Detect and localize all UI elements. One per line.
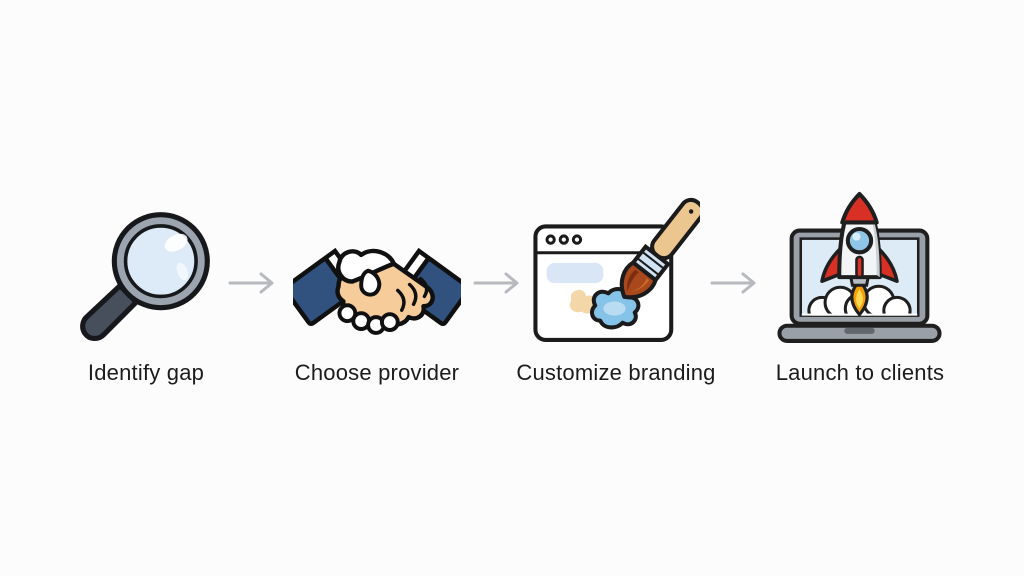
flow-step-launch-to-clients: Launch to clients <box>760 188 960 386</box>
step-label: Identify gap <box>87 360 205 385</box>
magnifier-icon <box>46 188 246 346</box>
laptop-rocket-icon <box>760 188 960 346</box>
right-arrow-icon <box>710 272 756 294</box>
step-label: Launch to clients <box>775 360 945 385</box>
browser-paintbrush-icon <box>516 188 716 346</box>
step-label: Customize branding <box>516 360 716 385</box>
flow-step-identify-gap: Identify gap <box>46 188 246 386</box>
handshake-icon <box>277 188 477 346</box>
step-label: Choose provider <box>294 360 460 385</box>
flow-step-customize-branding: Customize branding <box>516 188 716 386</box>
flow-step-choose-provider: Choose provider <box>277 188 477 386</box>
right-arrow-icon <box>473 272 519 294</box>
right-arrow-icon <box>228 272 274 294</box>
